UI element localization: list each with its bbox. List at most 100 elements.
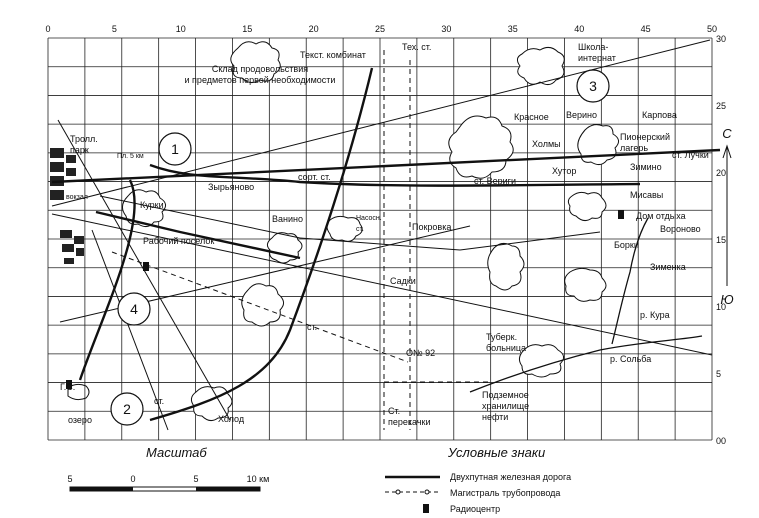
- x-tick-label: 50: [707, 24, 717, 34]
- legend-title: Условные знаки: [447, 445, 545, 460]
- zone-2-circle: [110, 392, 144, 426]
- place-label-karpova: Карпова: [642, 110, 677, 120]
- scale-title: Масштаб: [146, 445, 207, 460]
- place-label-line: Вороново: [660, 224, 701, 234]
- place-label-line: Туберк.: [486, 332, 517, 342]
- place-label-no92: О№ 92: [406, 348, 435, 358]
- legend-railway-label: Двухпутная железная дорога: [450, 472, 571, 482]
- place-label-line: Пионерский: [620, 132, 670, 142]
- place-label-perekachki: Ст.перекачки: [388, 406, 431, 427]
- place-label-tuberk: Туберк.больница: [486, 332, 526, 353]
- place-label-holod: Холод: [218, 414, 245, 424]
- x-tick-label: 45: [641, 24, 651, 34]
- place-label-line: Верино: [566, 110, 597, 120]
- place-label-line: Насосн.: [356, 215, 382, 222]
- place-label-troll: Тролл.парк: [70, 134, 98, 155]
- place-label-line: Мисавы: [630, 190, 663, 200]
- place-label-line: Зимино: [630, 162, 662, 172]
- scale-tick-10: 10 км: [247, 474, 270, 484]
- place-label-line: Покровка: [412, 222, 451, 232]
- y-tick-label: 15: [716, 235, 726, 245]
- y-tick-label: 00: [716, 436, 726, 446]
- north-label: С: [722, 126, 732, 141]
- legend-radio-label: Радиоцентр: [450, 504, 500, 514]
- x-tick-label: 10: [176, 24, 186, 34]
- place-label-kura: р. Кура: [640, 310, 670, 320]
- place-label-misavy: Мисавы: [630, 190, 663, 200]
- forest-pioner: [577, 124, 619, 166]
- forest-zimenka: [564, 267, 607, 302]
- place-label-line: Тех. ст.: [402, 42, 431, 52]
- place-label-line: Г.С.: [60, 382, 75, 392]
- place-label-line: Холмы: [532, 139, 561, 149]
- lake: [67, 383, 90, 401]
- place-label-line: Тролл.: [70, 134, 98, 144]
- forest-nasos: [326, 215, 363, 242]
- place-label-krasnoe: Красное: [514, 112, 549, 122]
- place-label-line: Карпова: [642, 110, 677, 120]
- scale-tick-5-left: 5: [67, 474, 72, 484]
- place-label-line: Зырьяново: [208, 182, 254, 192]
- x-tick-label: 15: [242, 24, 252, 34]
- place-label-line: Красное: [514, 112, 549, 122]
- place-label-line: Ванино: [272, 214, 303, 224]
- legend-pipeline-symbol: [385, 489, 440, 495]
- scale-bar: [69, 486, 261, 492]
- place-label-line: лагерь: [620, 143, 648, 153]
- place-label-line: вокзал: [66, 194, 88, 201]
- forest-tuberk: [518, 344, 564, 378]
- place-label-pokrovka: Покровка: [412, 222, 451, 232]
- y-tick-label: 20: [716, 168, 726, 178]
- place-label-line: Рабочий поселок: [143, 236, 214, 246]
- legend-radio-icon: [423, 504, 429, 513]
- place-label-line: перекачки: [388, 417, 431, 427]
- legend-pipeline-label: Магистраль трубопровода: [450, 488, 560, 498]
- place-label-pl5: Пл. 5 км: [117, 153, 144, 160]
- place-label-rabochiy: Рабочий поселок: [143, 236, 214, 246]
- place-label-line: О№ 92: [406, 348, 435, 358]
- forest-center: [487, 242, 525, 291]
- zone-3-circle: [576, 69, 610, 103]
- place-label-line: Текст. комбинат: [300, 50, 366, 60]
- x-tick-label: 5: [112, 24, 117, 34]
- place-label-verino: Верино: [566, 110, 597, 120]
- zone-2-label: 2: [123, 401, 131, 417]
- place-label-line: Зименка: [650, 262, 686, 272]
- place-label-zimenka: Зименка: [650, 262, 686, 272]
- place-label-line: интернат: [578, 53, 616, 63]
- river-solba-kura: [469, 217, 703, 393]
- place-label-khutor: Хутор: [552, 166, 576, 176]
- place-label-ozero: озеро: [68, 415, 92, 425]
- place-label-dom: Дом отдыха: [636, 211, 686, 221]
- place-label-sadki: Садки: [390, 276, 416, 286]
- place-label-line: р. Сольба: [610, 354, 651, 364]
- place-label-line: парк: [70, 145, 89, 155]
- place-label-line: Школа-: [578, 42, 608, 52]
- x-tick-label: 0: [45, 24, 50, 34]
- place-label-line: озеро: [68, 415, 92, 425]
- x-tick-label: 25: [375, 24, 385, 34]
- zone-4-circle: [117, 292, 151, 326]
- place-label-line: Хутор: [552, 166, 576, 176]
- place-label-tekst: Текст. комбинат: [300, 50, 366, 60]
- place-label-line: нефти: [482, 412, 508, 422]
- south-label: Ю: [720, 292, 733, 307]
- zone-4-label: 4: [130, 301, 138, 317]
- place-label-kurki: Курки: [140, 200, 164, 210]
- x-tick-label: 30: [441, 24, 451, 34]
- place-label-holmy: Холмы: [532, 139, 561, 149]
- place-label-borki: Борки: [614, 240, 639, 250]
- place-label-voronovo: Вороново: [660, 224, 701, 234]
- place-label-line: Холод: [218, 414, 245, 424]
- pipelines: [111, 50, 488, 430]
- place-label-line: Курки: [140, 200, 164, 210]
- x-tick-label: 35: [508, 24, 518, 34]
- place-label-vanino: Ванино: [272, 214, 303, 224]
- place-label-st_mid: ст.: [307, 322, 317, 332]
- place-label-line: р. Кура: [640, 310, 670, 320]
- place-label-line: сорт. ст.: [298, 172, 331, 182]
- place-label-verigi: ст. Вериги: [474, 176, 516, 186]
